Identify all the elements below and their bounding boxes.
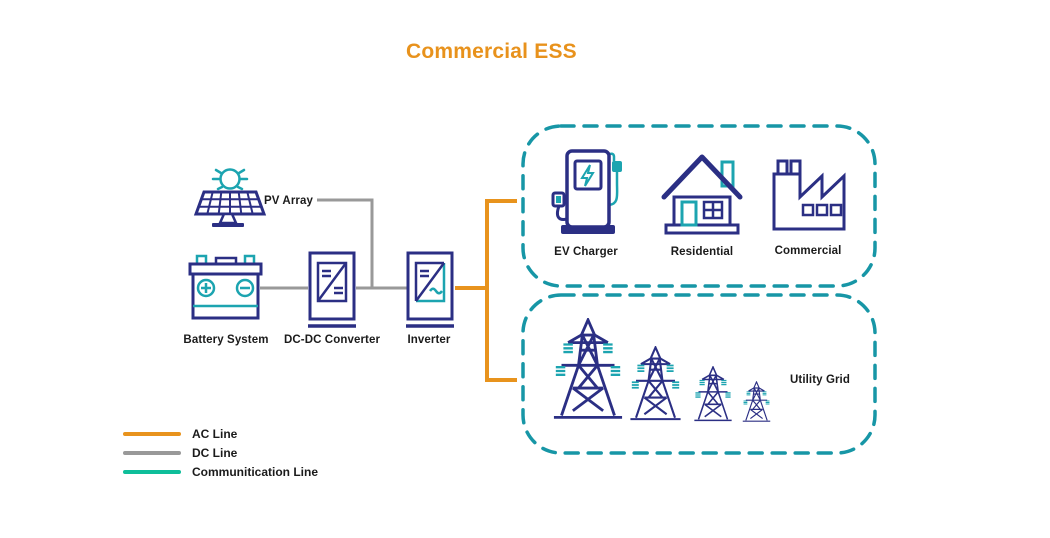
transmission-tower-icon-4 (742, 381, 771, 424)
residential-label: Residential (670, 246, 734, 258)
communication-line-label: Communitication Line (192, 464, 318, 479)
utility-grid-label: Utility Grid (790, 374, 850, 386)
inverter-label: Inverter (407, 334, 451, 346)
transmission-tower-icon-1 (552, 318, 624, 424)
ac-line-swatch (123, 431, 181, 436)
legend: AC Line DC Line Communitication Line (123, 424, 318, 481)
pv-array-label: PV Array (264, 195, 313, 207)
ac-line-inverter-to-boxes (455, 199, 517, 382)
dc-line-label: DC Line (192, 445, 238, 460)
loads-group-box (521, 124, 877, 288)
dc-line-pv-to-bus (260, 198, 407, 290)
inverter-icon (406, 251, 454, 328)
residential-icon (661, 154, 743, 235)
ev-charger-icon (551, 149, 622, 234)
battery-system-icon (188, 254, 263, 320)
transmission-tower-icon-3 (693, 366, 733, 424)
ev-charger-label: EV Charger (554, 246, 618, 258)
dc-line-swatch (123, 450, 181, 455)
pv-array-icon (193, 168, 267, 227)
commercial-icon (772, 159, 846, 231)
diagram-title: Commercial ESS (406, 40, 577, 63)
dc-dc-converter-label: DC-DC Converter (283, 334, 381, 346)
communication-line-swatch (123, 469, 181, 474)
dc-dc-converter-icon (308, 251, 356, 328)
ac-line-label: AC Line (192, 426, 238, 441)
battery-system-label: Battery System (183, 334, 269, 346)
legend-item-dc-line: DC Line (123, 443, 318, 462)
commercial-label: Commercial (774, 245, 842, 257)
legend-item-ac-line: AC Line (123, 424, 318, 443)
utility-grid-group-box (521, 293, 877, 455)
legend-item-communication-line: Communitication Line (123, 462, 318, 481)
transmission-tower-icon-2 (629, 346, 682, 424)
